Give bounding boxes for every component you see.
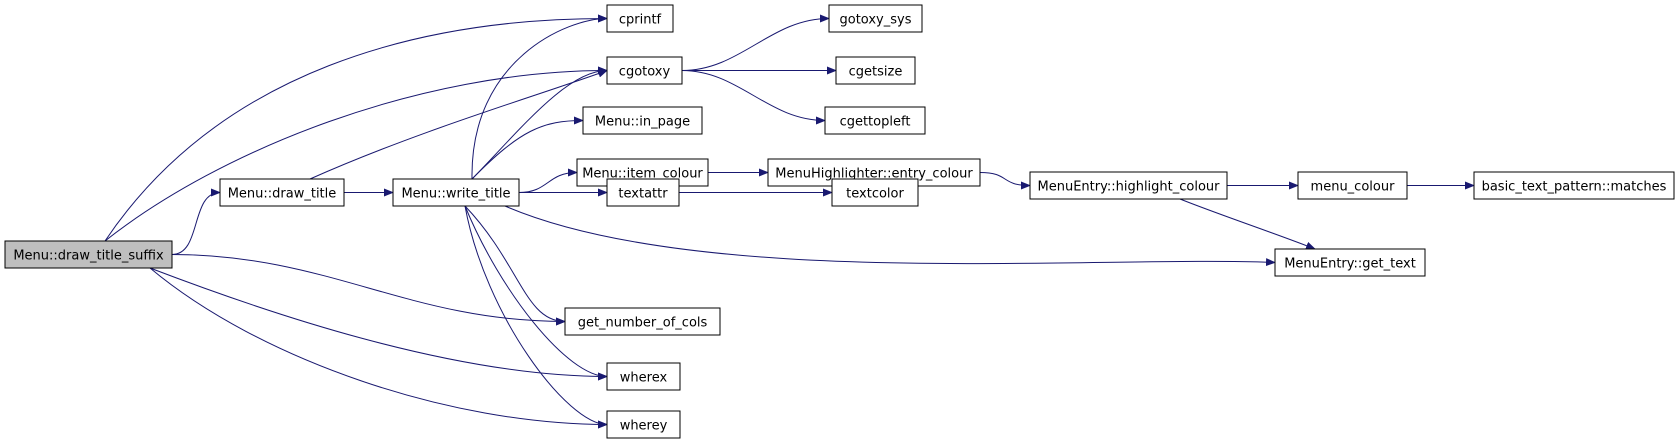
node-box-cgotoxy <box>606 56 683 85</box>
node-label-get_text: MenuEntry::get_text <box>1284 257 1416 272</box>
edge-write_title-to-wherex <box>464 205 608 381</box>
node-box-cgetsize <box>835 56 916 85</box>
node-highlight_colour[interactable]: MenuEntry::highlight_colour <box>1029 171 1228 200</box>
node-cgotoxy[interactable]: cgotoxy <box>606 56 683 85</box>
node-gotoxy_sys[interactable]: gotoxy_sys <box>828 4 923 33</box>
edge-write_title-to-cgotoxy <box>471 66 608 180</box>
node-box-get_text <box>1274 248 1426 277</box>
node-textattr[interactable]: textattr <box>606 178 680 207</box>
node-label-cprintf: cprintf <box>619 13 662 28</box>
node-get_text[interactable]: MenuEntry::get_text <box>1274 248 1426 277</box>
node-label-wherey: wherey <box>620 419 668 434</box>
node-box-draw_title <box>219 178 345 207</box>
node-box-menu_colour <box>1297 171 1408 200</box>
node-box-wherey <box>606 410 681 439</box>
node-label-wherex: wherex <box>620 371 668 386</box>
node-box-textattr <box>606 178 680 207</box>
edge-cgotoxy-to-gotoxy_sys <box>681 14 830 71</box>
node-cprintf[interactable]: cprintf <box>606 4 674 33</box>
node-matches[interactable]: basic_text_pattern::matches <box>1473 171 1675 200</box>
node-label-menu_colour: menu_colour <box>1311 180 1396 195</box>
node-wherex[interactable]: wherex <box>606 362 681 391</box>
node-cgetsize[interactable]: cgetsize <box>835 56 916 85</box>
node-box-get_number_of_cols <box>564 307 721 336</box>
node-label-cgetsize: cgetsize <box>849 65 903 80</box>
node-menu_colour[interactable]: menu_colour <box>1297 171 1408 200</box>
node-label-draw_title: Menu::draw_title <box>228 187 337 202</box>
node-cgettopleft[interactable]: cgettopleft <box>824 106 926 135</box>
node-label-entry_colour: MenuHighlighter::entry_colour <box>775 167 973 182</box>
node-draw_title_suffix[interactable]: Menu::draw_title_suffix <box>4 240 173 269</box>
edge-draw_title_suffix-to-wherex <box>149 267 608 381</box>
node-label-cgotoxy: cgotoxy <box>619 65 671 80</box>
edge-draw_title_suffix-to-wherey <box>149 267 608 429</box>
node-label-matches: basic_text_pattern::matches <box>1482 180 1667 195</box>
edge-draw_title_suffix-to-get_number_of_cols <box>171 254 566 326</box>
node-label-cgettopleft: cgettopleft <box>840 115 911 130</box>
edge-highlight_colour-to-get_text <box>1179 198 1316 250</box>
node-label-textattr: textattr <box>618 187 668 202</box>
node-draw_title[interactable]: Menu::draw_title <box>219 178 345 207</box>
node-write_title[interactable]: Menu::write_title <box>392 178 520 207</box>
edge-write_title-to-wherey <box>464 205 608 429</box>
edge-write_title-to-in_page <box>471 116 584 180</box>
node-wherey[interactable]: wherey <box>606 410 681 439</box>
edge-entry_colour-to-highlight_colour <box>979 172 1031 190</box>
node-in_page[interactable]: Menu::in_page <box>582 106 703 135</box>
node-label-get_number_of_cols: get_number_of_cols <box>578 316 708 331</box>
node-box-matches <box>1473 171 1675 200</box>
node-box-highlight_colour <box>1029 171 1228 200</box>
node-label-gotoxy_sys: gotoxy_sys <box>840 13 912 28</box>
node-box-in_page <box>582 106 703 135</box>
edge-draw_title_suffix-to-cprintf <box>104 14 608 242</box>
node-label-item_colour: Menu::item_colour <box>582 167 703 182</box>
node-box-write_title <box>392 178 520 207</box>
edge-draw_title_suffix-to-cgotoxy <box>104 66 608 242</box>
node-box-cprintf <box>606 4 674 33</box>
node-label-write_title: Menu::write_title <box>401 187 510 202</box>
node-label-highlight_colour: MenuEntry::highlight_colour <box>1038 180 1221 195</box>
node-box-draw_title_suffix <box>4 240 173 269</box>
node-label-in_page: Menu::in_page <box>595 115 690 130</box>
edge-write_title-to-cprintf <box>471 14 608 180</box>
node-box-wherex <box>606 362 681 391</box>
node-box-cgettopleft <box>824 106 926 135</box>
edge-write_title-to-get_number_of_cols <box>464 205 566 326</box>
node-label-textcolor: textcolor <box>846 187 904 202</box>
edges-layer <box>104 14 1475 429</box>
edge-write_title-to-item_colour <box>518 168 578 193</box>
node-get_number_of_cols[interactable]: get_number_of_cols <box>564 307 721 336</box>
node-box-textcolor <box>831 178 919 207</box>
node-textcolor[interactable]: textcolor <box>831 178 919 207</box>
edge-draw_title-to-cgotoxy <box>309 69 608 180</box>
edge-write_title-to-get_text <box>504 205 1276 267</box>
node-label-draw_title_suffix: Menu::draw_title_suffix <box>13 249 164 264</box>
edge-draw_title_suffix-to-draw_title <box>171 188 221 255</box>
node-box-gotoxy_sys <box>828 4 923 33</box>
edge-cgotoxy-to-cgettopleft <box>681 70 826 125</box>
